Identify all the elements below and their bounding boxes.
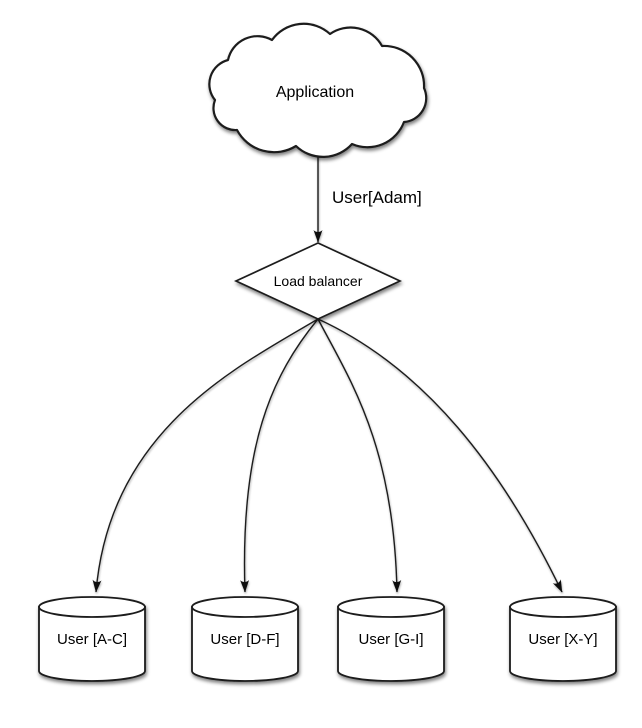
database-shard-d-f: User [D-F] (191, 596, 299, 682)
load-balancer-label: Load balancer (274, 273, 363, 289)
application-label: Application (276, 84, 354, 101)
shard-g-i-label: User [G-I] (358, 631, 423, 648)
edge-label-user-adam: User[Adam] (332, 188, 422, 207)
cylinder-top (38, 596, 146, 618)
cylinder-body (337, 606, 445, 682)
database-shard-g-i: User [G-I] (337, 596, 445, 682)
edge-layer (92, 153, 563, 593)
cylinder-body (509, 606, 617, 682)
load-balancer-node: Load balancer (233, 242, 403, 320)
shard-a-c-label: User [A-C] (57, 631, 127, 648)
shard-x-y-label: User [X-Y] (528, 631, 597, 648)
shard-d-f-label: User [D-F] (210, 631, 279, 648)
edge-load-balancer-to-shard-x-y (317, 318, 563, 593)
database-shard-a-c: User [A-C] (38, 596, 146, 682)
diamond-shape (233, 242, 403, 320)
cylinder-top (509, 596, 617, 618)
cylinder-body (191, 606, 299, 682)
cylinder-top (191, 596, 299, 618)
edge-load-balancer-to-shard-g-i (317, 318, 402, 593)
database-shard-x-y: User [X-Y] (509, 596, 617, 682)
application-cloud-node: Application (208, 22, 428, 158)
cylinder-body (38, 606, 146, 682)
cloud-shape (208, 22, 428, 158)
edge-load-balancer-to-shard-d-f (240, 318, 319, 593)
cylinder-top (337, 596, 445, 618)
edge-load-balancer-to-shard-a-c (92, 318, 319, 593)
